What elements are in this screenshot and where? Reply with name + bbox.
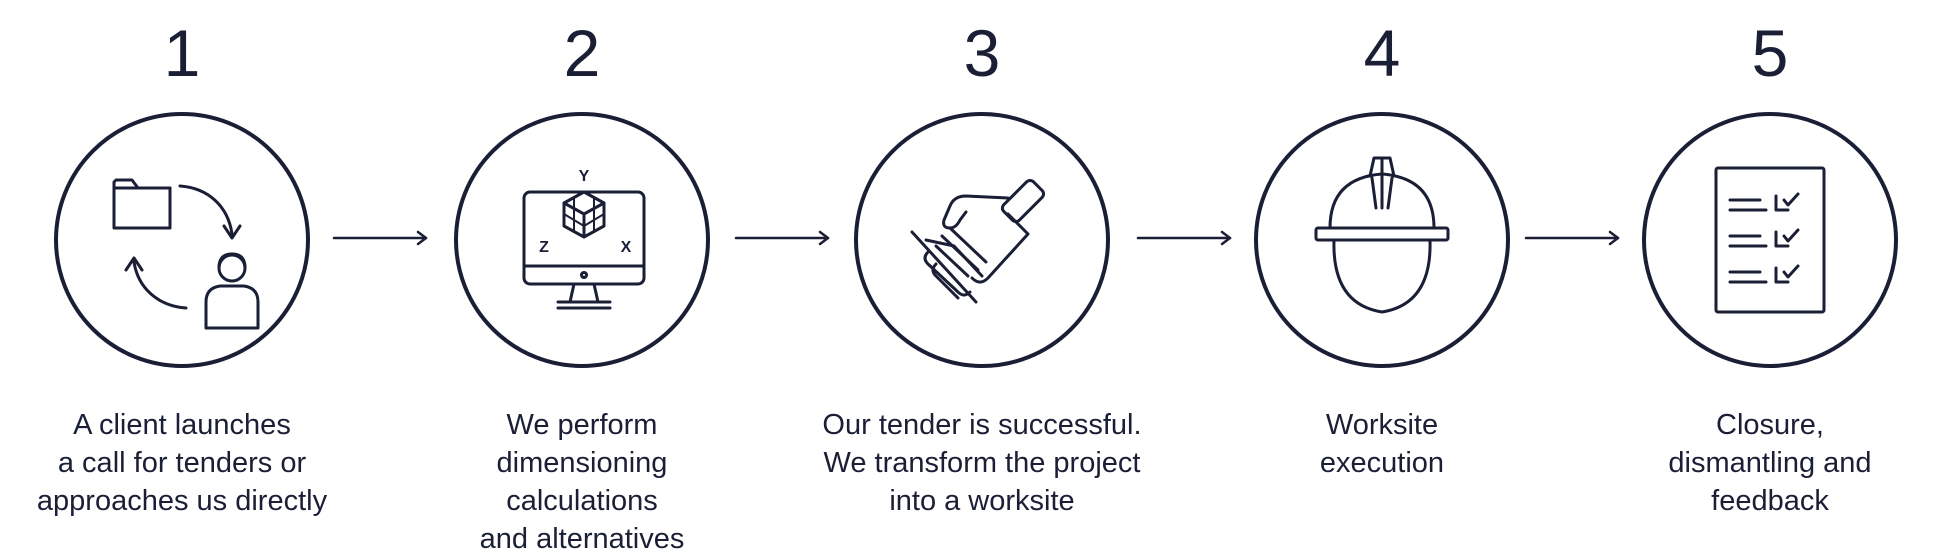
3d-design-monitor-icon: Y Z X bbox=[522, 168, 646, 310]
step-1: 1 A client launches a call for tenders o… bbox=[22, 0, 342, 544]
step-caption: Closure, dismantling and feedback bbox=[1668, 409, 1872, 517]
step-4: 4 Worksite execution bbox=[1222, 0, 1542, 544]
step-3: 3 Our tender is successful. We transform… bbox=[822, 0, 1142, 544]
hard-hat-worker-icon bbox=[1314, 156, 1450, 314]
arrow-right-icon bbox=[1524, 226, 1622, 250]
document-exchange-icon bbox=[112, 178, 260, 330]
axis-label-x: X bbox=[621, 239, 632, 256]
arrow-right-icon bbox=[1136, 226, 1234, 250]
step-caption: Our tender is successful. We transform t… bbox=[822, 409, 1142, 517]
step-caption: Worksite execution bbox=[1319, 409, 1445, 479]
step-number: 4 bbox=[1363, 16, 1401, 90]
step-caption: A client launches a call for tenders or … bbox=[36, 409, 328, 517]
step-circle bbox=[1642, 112, 1898, 368]
step-5: 5 Closure, dismantling and feedback bbox=[1610, 0, 1930, 544]
step-circle bbox=[854, 112, 1110, 368]
step-number: 3 bbox=[963, 16, 1001, 90]
axis-label-y: Y bbox=[579, 168, 590, 185]
step-circle bbox=[54, 112, 310, 368]
step-number: 2 bbox=[563, 16, 601, 90]
handshake-icon bbox=[910, 178, 1046, 304]
step-number: 5 bbox=[1751, 16, 1789, 90]
checklist-icon bbox=[1714, 166, 1826, 314]
arrow-right-icon bbox=[332, 226, 430, 250]
arrow-right-icon bbox=[734, 226, 832, 250]
step-circle: Y Z X bbox=[454, 112, 710, 368]
step-number: 1 bbox=[163, 16, 201, 90]
step-circle bbox=[1254, 112, 1510, 368]
step-caption: We perform dimensioning calculations and… bbox=[479, 409, 685, 555]
axis-label-z: Z bbox=[539, 239, 549, 256]
step-2: 2 Y Z X We perform dimensioning calculat… bbox=[422, 0, 742, 555]
